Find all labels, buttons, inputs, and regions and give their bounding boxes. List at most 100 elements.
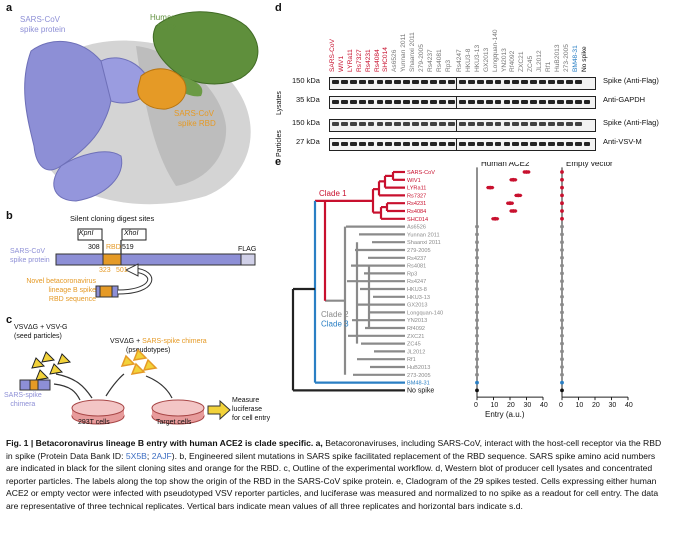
band-left-1-1: [340, 100, 348, 104]
band-left-3-1: [340, 142, 348, 146]
band-left-3-13: [447, 142, 455, 146]
lane-label-left-9: Shaanxi 2011: [409, 32, 417, 72]
empty-plot-point-28: [560, 388, 564, 393]
pdb-link-5x5b[interactable]: 5X5B: [125, 450, 147, 461]
band-right-2-7: [521, 122, 529, 126]
lane-label-left-1: WIV1: [337, 55, 345, 72]
workflow-diagram: [19, 348, 231, 425]
band-right-1-5: [503, 100, 511, 104]
band-left-3-3: [358, 142, 366, 146]
band-left-1-4: [367, 100, 375, 104]
lane-label-right-0: Rs4247: [456, 49, 463, 72]
ace2-plot-point-22: [475, 341, 479, 346]
empty-plot-point-6: [560, 216, 564, 221]
ace2-plot-title: Human ACE2: [481, 162, 530, 168]
band-left-0-8: [403, 80, 411, 84]
band-left-0-10: [421, 80, 428, 84]
empty-plot-point-25: [560, 365, 564, 369]
band-left-1-8: [403, 100, 411, 104]
band-left-1-7: [394, 100, 402, 104]
ace2-plot-tick-label-3: 30: [524, 402, 532, 409]
lane-label-right-12: 273-2005: [562, 44, 570, 72]
band-right-1-4: [494, 100, 502, 104]
band-left-2-13: [447, 122, 455, 126]
ace2-plot-tick-label-2: 20: [507, 402, 515, 409]
ace2-plot-point-15: [475, 287, 479, 291]
band-right-2-8: [530, 122, 538, 126]
particles-label: Particles: [276, 130, 283, 157]
band-left-0-6: [385, 80, 393, 84]
band-right-2-0: [459, 122, 466, 126]
lane-label-left-5: Rs4084: [373, 49, 381, 72]
band-left-2-3: [358, 122, 366, 126]
band-right-0-13: [574, 80, 582, 84]
empty-plot-point-0: [560, 170, 564, 174]
band-right-3-1: [467, 142, 475, 146]
empty-plot-title: Empty vector: [566, 162, 613, 168]
lane-label-right-1: HKU3-8: [464, 48, 472, 72]
taxon-label-11: Rs4237: [407, 256, 426, 262]
ace2-plot-point-10: [475, 248, 479, 252]
empty-plot-point-1: [560, 177, 564, 182]
xhoi-label: XhoI: [124, 230, 139, 237]
empty-plot-tick-label-0: 0: [559, 402, 563, 409]
band-left-0-0: [332, 80, 339, 84]
band-right-0-5: [503, 80, 511, 84]
taxon-label-8: Yunnan 2011: [407, 232, 440, 238]
band-right-3-9: [539, 142, 546, 146]
label-rbd-line2: spike RBD: [178, 119, 216, 128]
band-right-1-10: [548, 100, 555, 104]
chimera-title: VSVΔG + SARS-spike chimera: [110, 338, 207, 345]
band-left-0-4: [367, 80, 375, 84]
band-left-2-1: [340, 122, 348, 126]
band-left-3-9: [412, 142, 419, 146]
band-left-1-0: [332, 100, 339, 104]
panel-label-e: e: [275, 156, 282, 168]
row-gapdh: Anti-GAPDH: [603, 95, 646, 104]
empty-plot-point-5: [560, 209, 564, 213]
pdb-link-2ajf[interactable]: 2AJF: [151, 450, 172, 461]
band-right-3-6: [512, 142, 520, 146]
band-left-1-11: [429, 100, 437, 104]
measure-label: Measure luciferase for cell entry: [232, 397, 271, 422]
band-right-1-2: [476, 100, 484, 104]
spike-construct-diagram: [55, 228, 256, 298]
band-right-3-3: [485, 142, 493, 146]
empty-plot-point-26: [560, 372, 564, 377]
band-left-3-10: [421, 142, 428, 146]
aa-501: 501: [116, 267, 128, 274]
ace2-plot-point-7: [475, 224, 479, 229]
band-left-2-6: [385, 122, 393, 126]
band-right-0-6: [512, 80, 520, 84]
empty-plot-point-15: [560, 287, 564, 291]
empty-plot-point-2: [560, 185, 564, 190]
taxon-label-23: JL2012: [407, 349, 425, 355]
ace2-plot-point-13: [475, 271, 479, 276]
empty-plot-point-14: [560, 279, 564, 284]
band-left-0-5: [376, 80, 384, 84]
band-right-0-0: [459, 80, 466, 84]
band-left-3-6: [385, 142, 393, 146]
kda-35: 35 kDa: [296, 95, 320, 104]
band-right-2-10: [548, 122, 555, 126]
band-left-1-10: [421, 100, 428, 104]
kda-150-part: 150 kDa: [292, 118, 320, 127]
band-left-0-9: [412, 80, 419, 84]
lane-label-left-12: Rs4081: [435, 49, 443, 72]
row-spike-particles: Spike (Anti-Flag): [603, 118, 659, 127]
band-right-3-10: [548, 142, 555, 146]
band-right-1-7: [521, 100, 529, 104]
taxon-label-26: 273-2005: [407, 373, 431, 379]
lane-label-left-10: 279-2005: [418, 44, 425, 72]
lane-label-right-2: HKU3-13: [473, 44, 481, 72]
band-right-3-5: [503, 142, 511, 146]
ace2-plot-point-5: [511, 209, 516, 213]
lane-label-left-2: LYRa11: [346, 49, 354, 72]
taxon-label-4: Rs4231: [407, 201, 426, 207]
taxon-label-2: LYRa11: [407, 186, 426, 192]
ace2-plot-point-18: [475, 310, 479, 315]
lane-label-right-9: JL2012: [536, 50, 544, 72]
lane-label-right-3: GX2013: [482, 47, 490, 72]
label-spike-line1: SARS-CoV: [20, 15, 61, 24]
band-right-0-2: [476, 80, 484, 84]
